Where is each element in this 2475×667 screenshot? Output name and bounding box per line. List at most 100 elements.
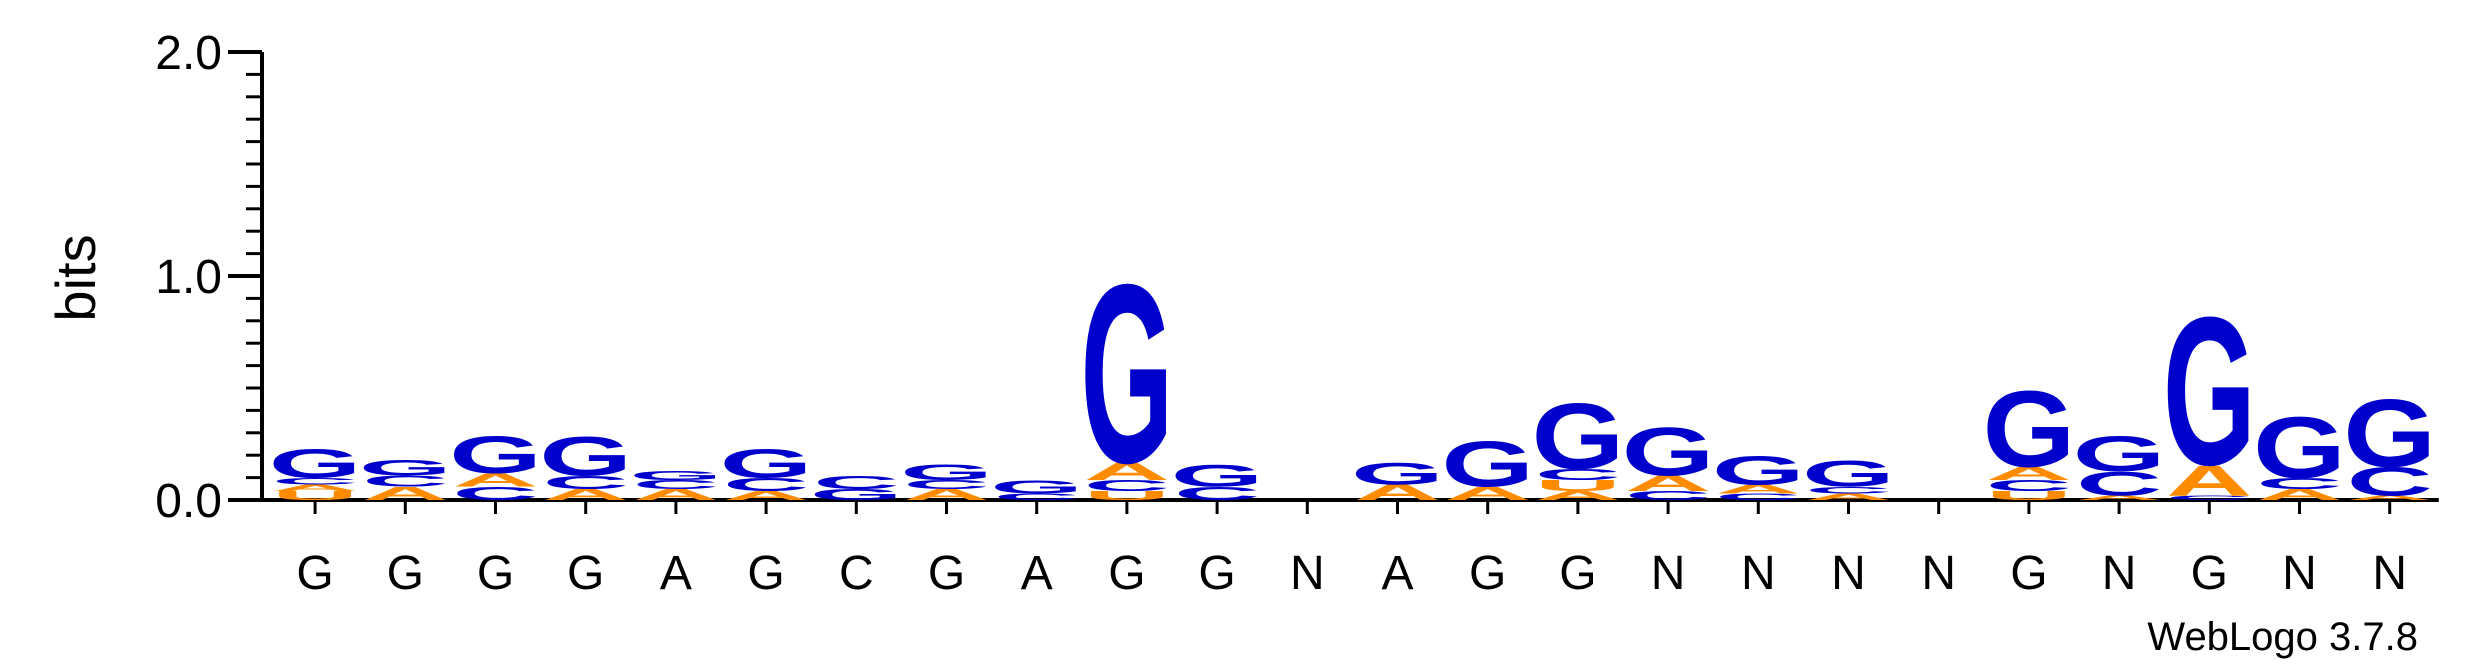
logo-glyph-c: C: [2256, 475, 2342, 492]
logo-glyph-a: A: [2166, 457, 2252, 505]
glyph-letter: A: [362, 483, 448, 504]
logo-glyph-a: A: [633, 486, 719, 503]
logo-glyph-c: C: [543, 472, 629, 493]
glyph-letter: C: [2347, 459, 2433, 504]
position-label: N: [1921, 547, 1956, 600]
logo-glyph-g: G: [269, 441, 362, 486]
logo-glyph-g: G: [1351, 457, 1444, 492]
glyph-letter: A: [1445, 483, 1531, 504]
glyph-letter: A: [633, 486, 719, 503]
axes: 0.01.02.0: [155, 27, 2439, 528]
y-axis-title: bits: [44, 234, 107, 321]
logo-glyph-a: A: [362, 483, 448, 504]
glyph-letter: C: [723, 474, 809, 495]
logo-glyph-c: C: [2347, 459, 2433, 504]
glyph-letter: C: [994, 492, 1080, 502]
glyph-letter: C: [1084, 477, 1170, 494]
logo-glyph-g: G: [629, 469, 722, 483]
logo-glyph-c: C: [1986, 477, 2072, 494]
logo-glyph-c: C: [1805, 485, 1891, 495]
logo-glyph-a: A: [1986, 463, 2072, 484]
glyph-letter: U: [1535, 477, 1621, 494]
glyph-letter: G: [1622, 413, 1715, 490]
logo-glyph-c: C: [633, 478, 719, 492]
logo-glyph-a: A: [2256, 486, 2342, 503]
glyph-letter: G: [1351, 457, 1444, 492]
logo-glyph-a: A: [543, 486, 629, 503]
logo-glyph-c: C: [362, 473, 448, 490]
glyph-letter: G: [629, 469, 722, 483]
glyph-letter: C: [2166, 494, 2252, 501]
logo-glyph-a: A: [272, 483, 358, 493]
logo-glyph-c: C: [2166, 494, 2252, 501]
logo-glyph-g: G: [900, 460, 993, 484]
logo-glyph-c: C: [1715, 492, 1801, 502]
position-label: N: [1290, 547, 1325, 600]
glyph-letter: G: [1982, 369, 2075, 490]
glyph-letter: A: [1986, 463, 2072, 484]
logo-glyph-g: G: [2253, 399, 2346, 496]
logo-glyph-a: A: [2076, 494, 2162, 501]
glyph-letter: A: [1715, 482, 1801, 496]
position-label: G: [1108, 547, 1145, 600]
glyph-letter: C: [633, 478, 719, 492]
logo-glyph-c: C: [994, 492, 1080, 502]
logo-glyph-u: U: [272, 489, 358, 503]
position-label: G: [2010, 547, 2047, 600]
position-label: G: [477, 547, 514, 600]
logo-glyph-g: G: [810, 486, 903, 503]
glyph-letter: C: [1986, 477, 2072, 494]
position-label: G: [296, 547, 333, 600]
logo-glyph-g: G: [2343, 380, 2436, 488]
logo-glyph-c: C: [272, 476, 358, 486]
glyph-letter: G: [2253, 399, 2346, 496]
logo-glyph-c: C: [813, 472, 899, 493]
position-label: G: [1559, 547, 1596, 600]
logo-glyph-a: A: [1535, 489, 1621, 503]
glyph-letter: A: [723, 489, 809, 503]
logo-glyph-c: C: [2076, 464, 2162, 503]
position-label: N: [1651, 547, 1686, 600]
glyph-letter: G: [720, 441, 813, 486]
glyph-letter: G: [1441, 428, 1534, 501]
glyph-letter: G: [2163, 273, 2256, 509]
glyph-letter: C: [1535, 466, 1621, 483]
glyph-letter: G: [1531, 384, 1624, 488]
logo-glyph-a: A: [452, 470, 538, 491]
logo-glyph-g: G: [2163, 273, 2256, 509]
logo-glyph-c: C: [452, 483, 538, 504]
logo-glyph-g: G: [1531, 384, 1624, 488]
glyph-letter: C: [272, 476, 358, 486]
glyph-letter: C: [2076, 464, 2162, 503]
logo-glyph-u: U: [1084, 489, 1170, 503]
position-label: N: [2282, 547, 2317, 600]
glyph-letter: A: [2076, 494, 2162, 501]
glyph-letter: G: [269, 441, 362, 486]
position-label: A: [1381, 547, 1413, 600]
y-tick-label: 1.0: [155, 251, 222, 304]
glyph-letter: C: [1174, 483, 1260, 504]
glyph-letter: G: [1080, 233, 1173, 517]
logo-glyph-g: G: [2073, 426, 2166, 481]
position-label: C: [839, 547, 874, 600]
glyph-letter: G: [1712, 448, 1805, 493]
glyph-letter: U: [1986, 489, 2072, 503]
glyph-letter: A: [1354, 480, 1440, 504]
position-label: A: [660, 547, 692, 600]
position-label: A: [1021, 547, 1053, 600]
glyph-letter: C: [813, 472, 899, 493]
logo-glyph-g: G: [1622, 413, 1715, 490]
logo-glyph-c: C: [903, 478, 989, 492]
glyph-letter: G: [2343, 380, 2436, 488]
logo-glyph-g: G: [1802, 453, 1895, 495]
glyph-letter: G: [359, 456, 452, 480]
position-label: G: [2191, 547, 2228, 600]
logo-glyph-a: A: [1805, 492, 1891, 502]
logo-glyph-a: A: [1715, 482, 1801, 496]
glyph-letter: A: [272, 483, 358, 493]
logo-glyph-g: G: [1080, 233, 1173, 517]
y-tick-label: 0.0: [155, 475, 222, 528]
position-label: G: [1198, 547, 1235, 600]
